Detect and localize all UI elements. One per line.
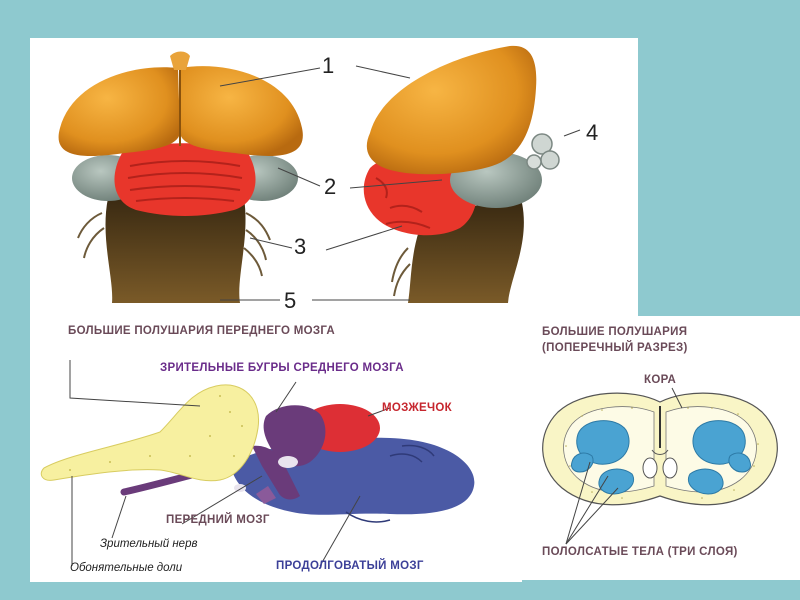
marker-1: 1 [322, 53, 334, 79]
dorsal-midbrain-red [114, 143, 255, 216]
cross-section-diagram [522, 316, 800, 580]
cross-section-title-line1: БОЛЬШИЕ ПОЛУШАРИЯ [542, 326, 687, 338]
label-cortex: КОРА [644, 374, 676, 386]
lateral-hemisphere [367, 46, 536, 174]
marker-4: 4 [586, 120, 598, 146]
label-diencephalon: ПЕРЕДНИЙ МОЗГ [166, 514, 270, 526]
dorsal-hemisphere-left [59, 67, 180, 156]
frog-brain-photo-panel: 1 2 3 4 5 [30, 38, 638, 328]
ventricle-right [663, 458, 677, 478]
cross-section-title-line2: (ПОПЕРЕЧНЫЙ РАЗРЕЗ) [542, 342, 688, 354]
label-cerebellum: МОЗЖЕЧОК [382, 402, 452, 414]
cross-section-panel: БОЛЬШИЕ ПОЛУШАРИЯ (ПОПЕРЕЧНЫЙ РАЗРЕЗ) КО… [522, 316, 800, 580]
dorsal-hemisphere-right [180, 66, 303, 156]
label-midbrain-optic-lobes: ЗРИТЕЛЬНЫЕ БУГРЫ СРЕДНЕГО МОЗГА [160, 362, 404, 374]
marker-5: 5 [284, 288, 296, 314]
lateral-schematic-panel: БОЛЬШИЕ ПОЛУШАРИЯ ПЕРЕДНЕГО МОЗГА ЗРИТЕЛ… [30, 316, 522, 582]
lateral-pineal-organ [527, 134, 559, 169]
label-forebrain-hemispheres: БОЛЬШИЕ ПОЛУШАРИЯ ПЕРЕДНЕГО МОЗГА [68, 324, 388, 339]
dorsal-view [59, 52, 303, 304]
label-striatum: ПОЛОЛСАТЫЕ ТЕЛА (ТРИ СЛОЯ) [542, 546, 738, 558]
lateral-view [364, 46, 559, 303]
marker-2: 2 [324, 174, 336, 200]
label-medulla: ПРОДОЛГОВАТЫЙ МОЗГ [276, 560, 424, 572]
label-optic-nerve: Зрительный нерв [100, 538, 197, 550]
marker-3: 3 [294, 234, 306, 260]
ventricle-left [643, 458, 657, 478]
forebrain-hemisphere [41, 385, 258, 481]
label-olfactory-lobes: Обонятельные доли [70, 562, 182, 574]
